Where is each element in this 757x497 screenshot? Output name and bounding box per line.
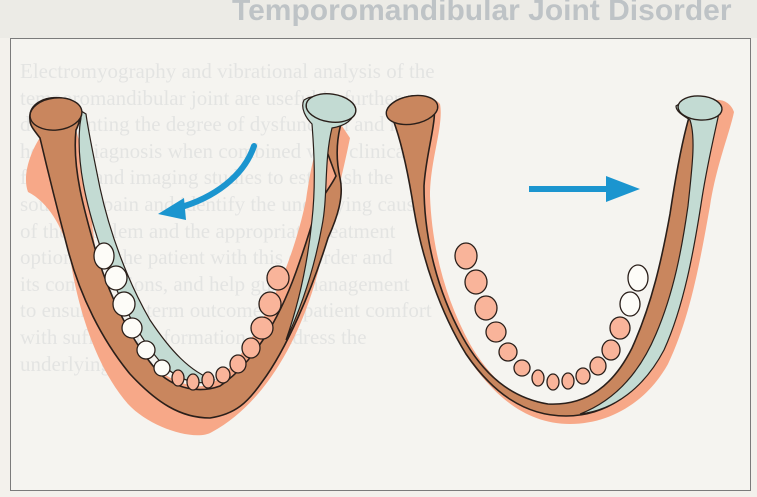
arrow-straight-right — [529, 176, 640, 202]
tooth — [602, 340, 620, 360]
tooth — [620, 292, 640, 316]
tooth — [113, 292, 135, 316]
arrow-straight-right-shaft — [529, 186, 609, 192]
tooth — [628, 265, 648, 291]
tooth — [154, 360, 170, 376]
tooth — [259, 292, 281, 316]
teeth-right-white — [620, 265, 648, 316]
mandible-right-condyle-right — [677, 94, 723, 121]
tooth — [465, 270, 487, 294]
tooth — [486, 322, 506, 342]
tooth — [532, 370, 544, 386]
arrow-curved-left — [158, 146, 254, 220]
tooth — [475, 296, 497, 320]
tooth — [499, 343, 517, 361]
tooth — [576, 368, 590, 384]
tooth — [590, 357, 606, 375]
tooth — [547, 374, 559, 390]
tooth — [105, 266, 127, 290]
arrow-straight-right-head — [606, 176, 640, 202]
mandible-right-bone — [388, 96, 718, 416]
tooth — [94, 243, 114, 269]
tooth — [137, 341, 155, 359]
tooth — [216, 367, 230, 383]
tooth — [187, 374, 199, 390]
tooth — [514, 360, 530, 376]
arrow-curved-left-shaft — [178, 146, 254, 208]
tooth — [267, 266, 289, 290]
mandible-right — [384, 92, 734, 424]
tooth — [610, 317, 630, 339]
mandible-left — [26, 91, 358, 436]
tooth — [122, 318, 142, 338]
tooth — [251, 317, 273, 339]
tooth — [230, 355, 246, 373]
tooth — [242, 338, 260, 358]
tooth — [455, 243, 477, 269]
tooth — [562, 373, 574, 389]
arrow-curved-left-head — [158, 198, 186, 220]
tooth — [202, 372, 214, 388]
tooth — [172, 370, 184, 386]
